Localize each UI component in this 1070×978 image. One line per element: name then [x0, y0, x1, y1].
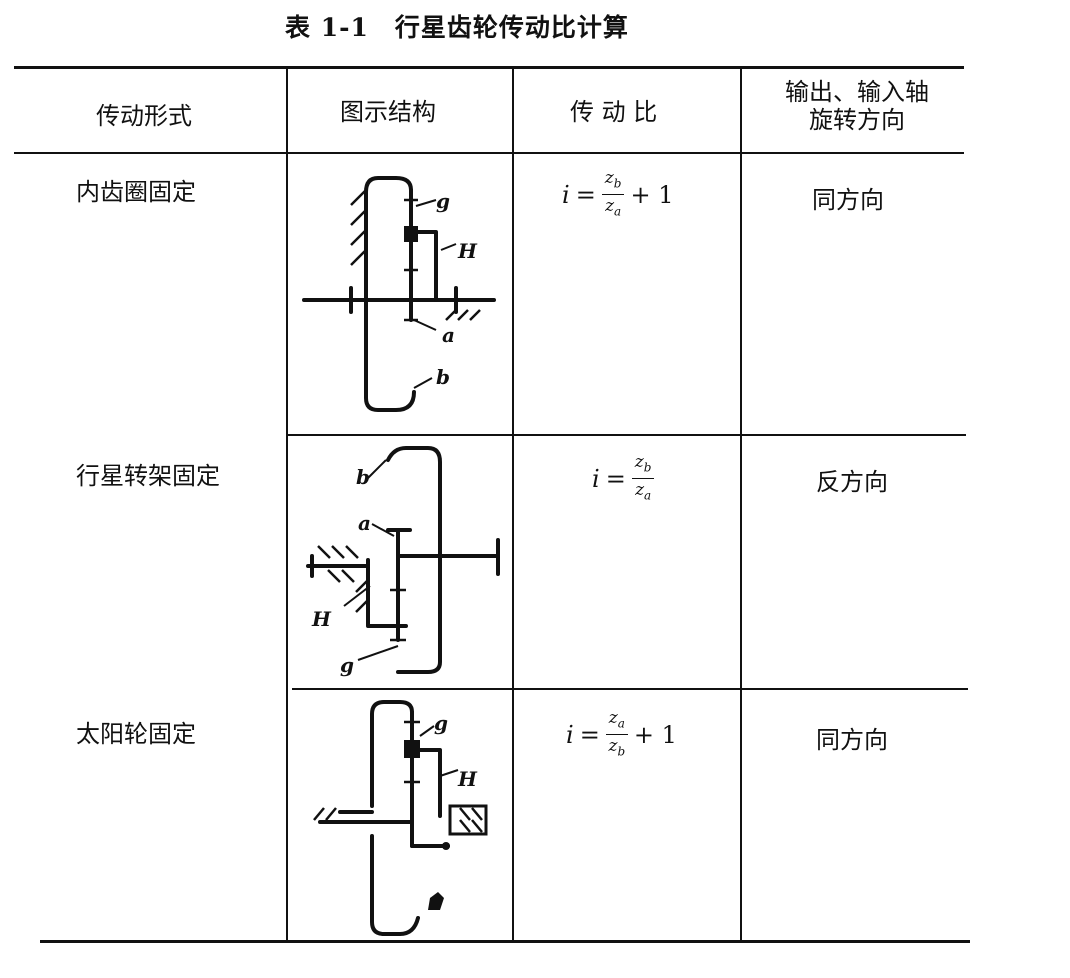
row3-formula: i = za zb + 1 [566, 708, 677, 762]
row2-direction: 反方向 [816, 468, 888, 496]
label-g: g [436, 189, 450, 213]
formula-numerator: zb [601, 168, 625, 196]
label-H: H [457, 239, 478, 263]
row2-formula: i = zb za [592, 452, 660, 506]
formula-eq: = [579, 720, 600, 749]
formula-denominator: za [635, 480, 652, 503]
label-g: g [340, 653, 354, 677]
ring-gear-outline [370, 700, 414, 808]
row1-formula: i = zb za + 1 [562, 168, 673, 222]
header-ratio: 传 动 比 [570, 98, 658, 126]
label-g: g [434, 711, 448, 735]
header-direction-line1: 输出、输入轴 [785, 78, 929, 106]
formula-fraction: zb za [631, 452, 655, 506]
ring-gear-outline [364, 176, 416, 412]
table-bottom-rule [40, 940, 970, 943]
carrier [366, 558, 408, 628]
column-divider-1 [286, 67, 288, 941]
row3-mode: 太阳轮固定 [76, 720, 196, 748]
table-top-rule [14, 66, 964, 69]
row1-direction: 同方向 [812, 186, 884, 214]
label-b: b [436, 365, 450, 389]
row3-structure-diagram: g H [313, 700, 488, 936]
row1-structure-diagram: g H a b [302, 176, 496, 412]
row-divider-2 [292, 688, 968, 690]
formula-numerator: zb [631, 452, 655, 480]
carrier-arm [410, 748, 442, 818]
column-divider-2 [512, 67, 514, 941]
formula-numerator: za [605, 708, 628, 736]
formula-eq: = [575, 180, 596, 209]
formula-lhs: i [566, 720, 574, 749]
ring-gear-outline [386, 446, 442, 674]
column-divider-3 [740, 67, 742, 941]
formula-eq: = [605, 464, 626, 493]
formula-fraction: zb za [601, 168, 625, 222]
row2-structure-diagram: b a H g [306, 446, 500, 677]
header-direction-line2: 旋转方向 [809, 106, 905, 134]
row1-mode: 内齿圈固定 [76, 178, 196, 206]
formula-fraction: za zb [605, 708, 628, 762]
table-title: 表 1-1 行星齿轮传动比计算 [285, 13, 629, 42]
row-divider-1 [286, 434, 966, 436]
header-mode: 传动形式 [96, 102, 192, 130]
formula-lhs: i [562, 180, 570, 209]
formula-lhs: i [592, 464, 600, 493]
carrier-arm [409, 230, 438, 302]
label-a: a [358, 511, 371, 535]
formula-denominator: zb [608, 736, 626, 759]
row3-direction: 同方向 [816, 726, 888, 754]
header-structure: 图示结构 [340, 98, 436, 126]
header-rule [14, 152, 964, 154]
label-a: a [442, 323, 455, 347]
label-b: b [356, 465, 370, 489]
label-H: H [457, 767, 478, 791]
formula-tail: + 1 [633, 720, 677, 749]
formula-tail: + 1 [630, 180, 674, 209]
label-H: H [311, 607, 332, 631]
formula-denominator: za [605, 196, 622, 219]
header-direction: 输出、输入轴 旋转方向 [762, 78, 952, 134]
row2-mode: 行星转架固定 [76, 462, 220, 490]
